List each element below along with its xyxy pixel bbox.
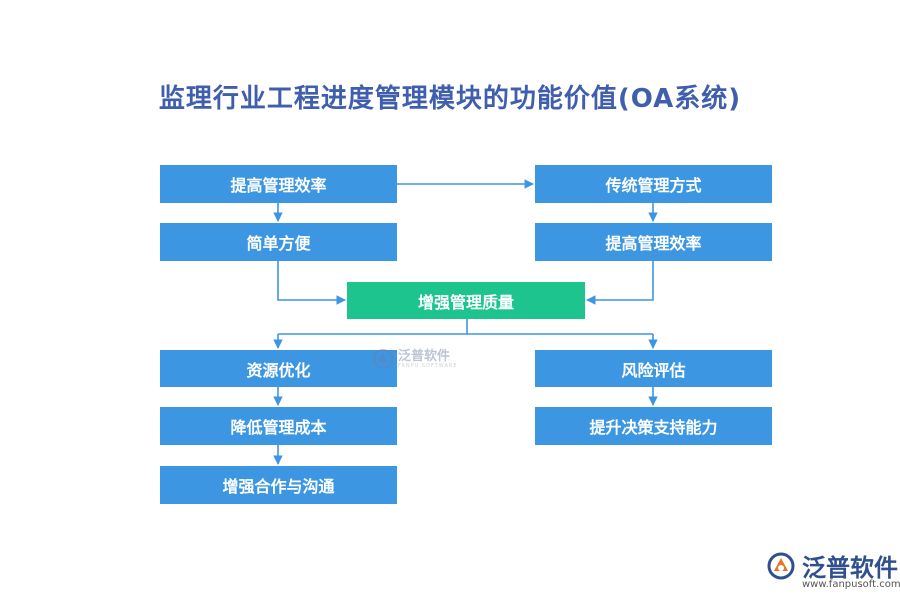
arrow-right-to-center — [586, 261, 654, 305]
logo-url: www.fanpusoft.com — [802, 579, 900, 590]
watermark-text: 泛普软件 — [398, 348, 451, 364]
node-right-top: 传统管理方式 — [535, 165, 772, 203]
watermark-logo-icon — [373, 349, 393, 369]
watermark: 泛普软件 FANPU SOFTWARE — [372, 348, 458, 370]
diagram-title: 监理行业工程进度管理模块的功能价值(OA系统) — [158, 84, 742, 114]
watermark-sub: FANPU SOFTWARE — [398, 362, 458, 369]
node-left-second: 简单方便 — [160, 223, 397, 261]
node-left-top: 提高管理效率 — [160, 165, 397, 203]
node-right-b1: 风险评估 — [535, 350, 772, 387]
logo-text: 泛普软件 — [802, 554, 898, 582]
arrow-left-to-center — [277, 261, 346, 305]
brand-logo: 泛普软件 www.fanpusoft.com — [766, 548, 900, 590]
node-left-b3: 增强合作与沟通 — [160, 466, 397, 504]
node-left-b1: 资源优化 — [160, 350, 397, 387]
node-center: 增强管理质量 — [347, 282, 585, 319]
node-left-b2: 降低管理成本 — [160, 407, 397, 445]
fanpu-logo-icon — [767, 552, 795, 579]
node-right-second: 提高管理效率 — [535, 223, 772, 261]
node-right-b2: 提升决策支持能力 — [535, 407, 772, 445]
